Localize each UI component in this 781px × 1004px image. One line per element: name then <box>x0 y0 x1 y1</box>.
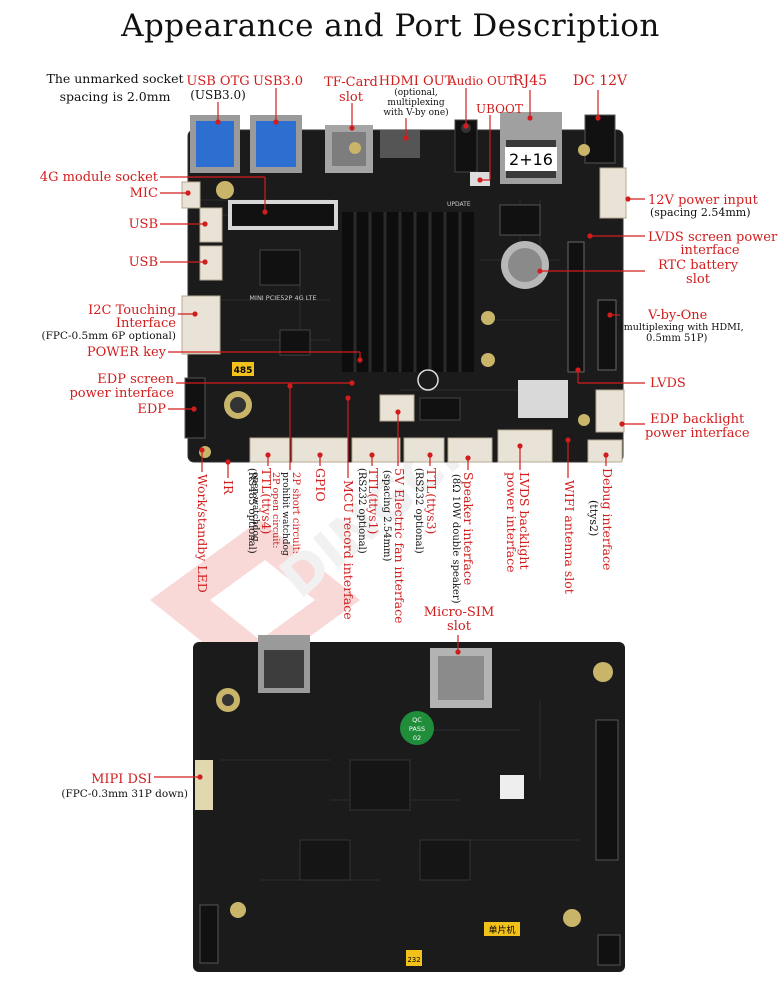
label-uboot: UBOOT <box>476 102 523 116</box>
label-rtc-1: RTC battery <box>657 258 739 273</box>
label-speaker-sub: (8Ω 10W double speaker) <box>450 474 461 604</box>
qc-text-1: QC <box>412 716 422 724</box>
pcie-text: MINI PCIE52P 4G LTE <box>249 294 316 302</box>
mcu-badge: 单片机 <box>488 924 515 936</box>
spacing-note: The unmarked socket spacing is 2.0mm <box>46 71 184 104</box>
update-text: UPDATE <box>447 201 471 208</box>
label-mipi-dsi: MIPI DSI <box>91 772 152 787</box>
label-ttl3: TTL(ttys3) <box>424 468 439 535</box>
label-12v-power: 12V power input <box>648 193 758 208</box>
label-hdmi-sub-1: (optional, <box>394 88 438 98</box>
label-gpio: GPIO <box>313 468 328 502</box>
label-hdmi-sub-3: with V-by one) <box>383 108 449 118</box>
label-wifi: WIFI antenna slot <box>562 480 577 594</box>
badge-232: 232 <box>407 956 420 964</box>
rs485-badge: 485 <box>234 366 253 376</box>
label-usb30: USB3.0 <box>252 74 304 89</box>
label-rtc-2: slot <box>686 272 710 287</box>
qc-text-2: PASS <box>409 725 425 733</box>
label-ttl4: TTL(ttys4) <box>259 468 274 535</box>
label-micro-sim-2: slot <box>447 619 471 634</box>
label-vbyone-sub-1: (multiplexing with HDMI, <box>620 322 744 333</box>
label-micro-sim-1: Micro-SIM <box>423 605 495 620</box>
label-edp-backlight-1: EDP backlight <box>650 412 745 427</box>
label-usb-otg-sub: (USB3.0) <box>190 88 246 102</box>
label-power-key: POWER key <box>86 345 166 360</box>
label-tf-card: TF-Card slot <box>324 75 378 105</box>
label-edp: EDP <box>137 402 166 417</box>
label-usb-otg: USB OTG <box>186 74 250 89</box>
label-i2c-sub: (FPC-0.5mm 6P optional) <box>41 330 176 342</box>
label-i2c-1: I2C Touching <box>88 303 176 318</box>
rj45-badge: 2+16 <box>509 150 553 169</box>
label-rj45: RJ45 <box>513 73 547 89</box>
label-debug-sub: (ttys2) <box>587 500 600 537</box>
back-board <box>193 635 625 972</box>
label-mipi-sub: (FPC-0.3mm 31P down) <box>61 788 188 800</box>
label-ttl3-sub: (RS232 optional) <box>413 468 424 554</box>
label-watchdog-2: prohibit watchdog <box>280 472 290 556</box>
label-watchdog-1: 2P short circuit: <box>290 472 301 555</box>
front-board <box>181 112 627 463</box>
label-vbyone-sub-2: 0.5mm 51P) <box>646 333 708 344</box>
label-edp-power-1: EDP screen <box>97 372 174 387</box>
label-fan-sub: (spacing 2.54mm) <box>381 470 392 562</box>
page-title: Appearance and Port Description <box>121 8 660 44</box>
label-speaker: Speaker interface <box>461 472 476 586</box>
label-watchdog-3: 2P open circuit: <box>270 472 281 549</box>
label-ttl1: TTL(ttys1) <box>366 468 381 535</box>
label-12v-power-sub: (spacing 2.54mm) <box>650 206 751 219</box>
label-edp-backlight-2: power interface <box>645 426 750 441</box>
label-lvds-backlight-2: power interface <box>504 472 519 573</box>
label-hdmi-sub-2: multiplexing <box>387 98 445 108</box>
label-4g-module: 4G module socket <box>39 170 158 185</box>
label-i2c-2: Interface <box>115 316 176 331</box>
label-lvds-backlight-1: LVDS backlight <box>517 472 532 570</box>
qc-text-3: 02 <box>413 734 421 742</box>
leader-lines <box>154 88 645 780</box>
label-edp-power-2: power interface <box>69 386 174 401</box>
label-debug: Debug interface <box>600 468 615 571</box>
label-lvds-power-1: LVDS screen power <box>648 230 778 245</box>
label-dc12v: DC 12V <box>572 73 628 89</box>
label-mcu: MCU record interface <box>341 480 356 620</box>
label-lvds: LVDS <box>650 376 686 391</box>
label-usb-b: USB <box>128 255 158 270</box>
label-ttl1-sub: (RS232 optional) <box>356 468 367 554</box>
label-ttl4-sub: (RS485 optional) <box>246 468 257 554</box>
label-fan: 5V Electric fan interface <box>392 468 407 624</box>
label-watchdog-4: open watchdog <box>250 472 260 542</box>
label-audio-out: Audio OUT <box>448 74 515 88</box>
label-work-led: Work/standby LED <box>195 474 210 593</box>
label-lvds-power-2: interface <box>680 243 740 258</box>
label-vbyone: V-by-One <box>648 308 708 323</box>
label-hdmi-out: HDMI OUT <box>378 74 454 89</box>
label-ir: IR <box>221 480 236 495</box>
label-usb-a: USB <box>128 217 158 232</box>
label-mic: MIC <box>129 186 158 201</box>
